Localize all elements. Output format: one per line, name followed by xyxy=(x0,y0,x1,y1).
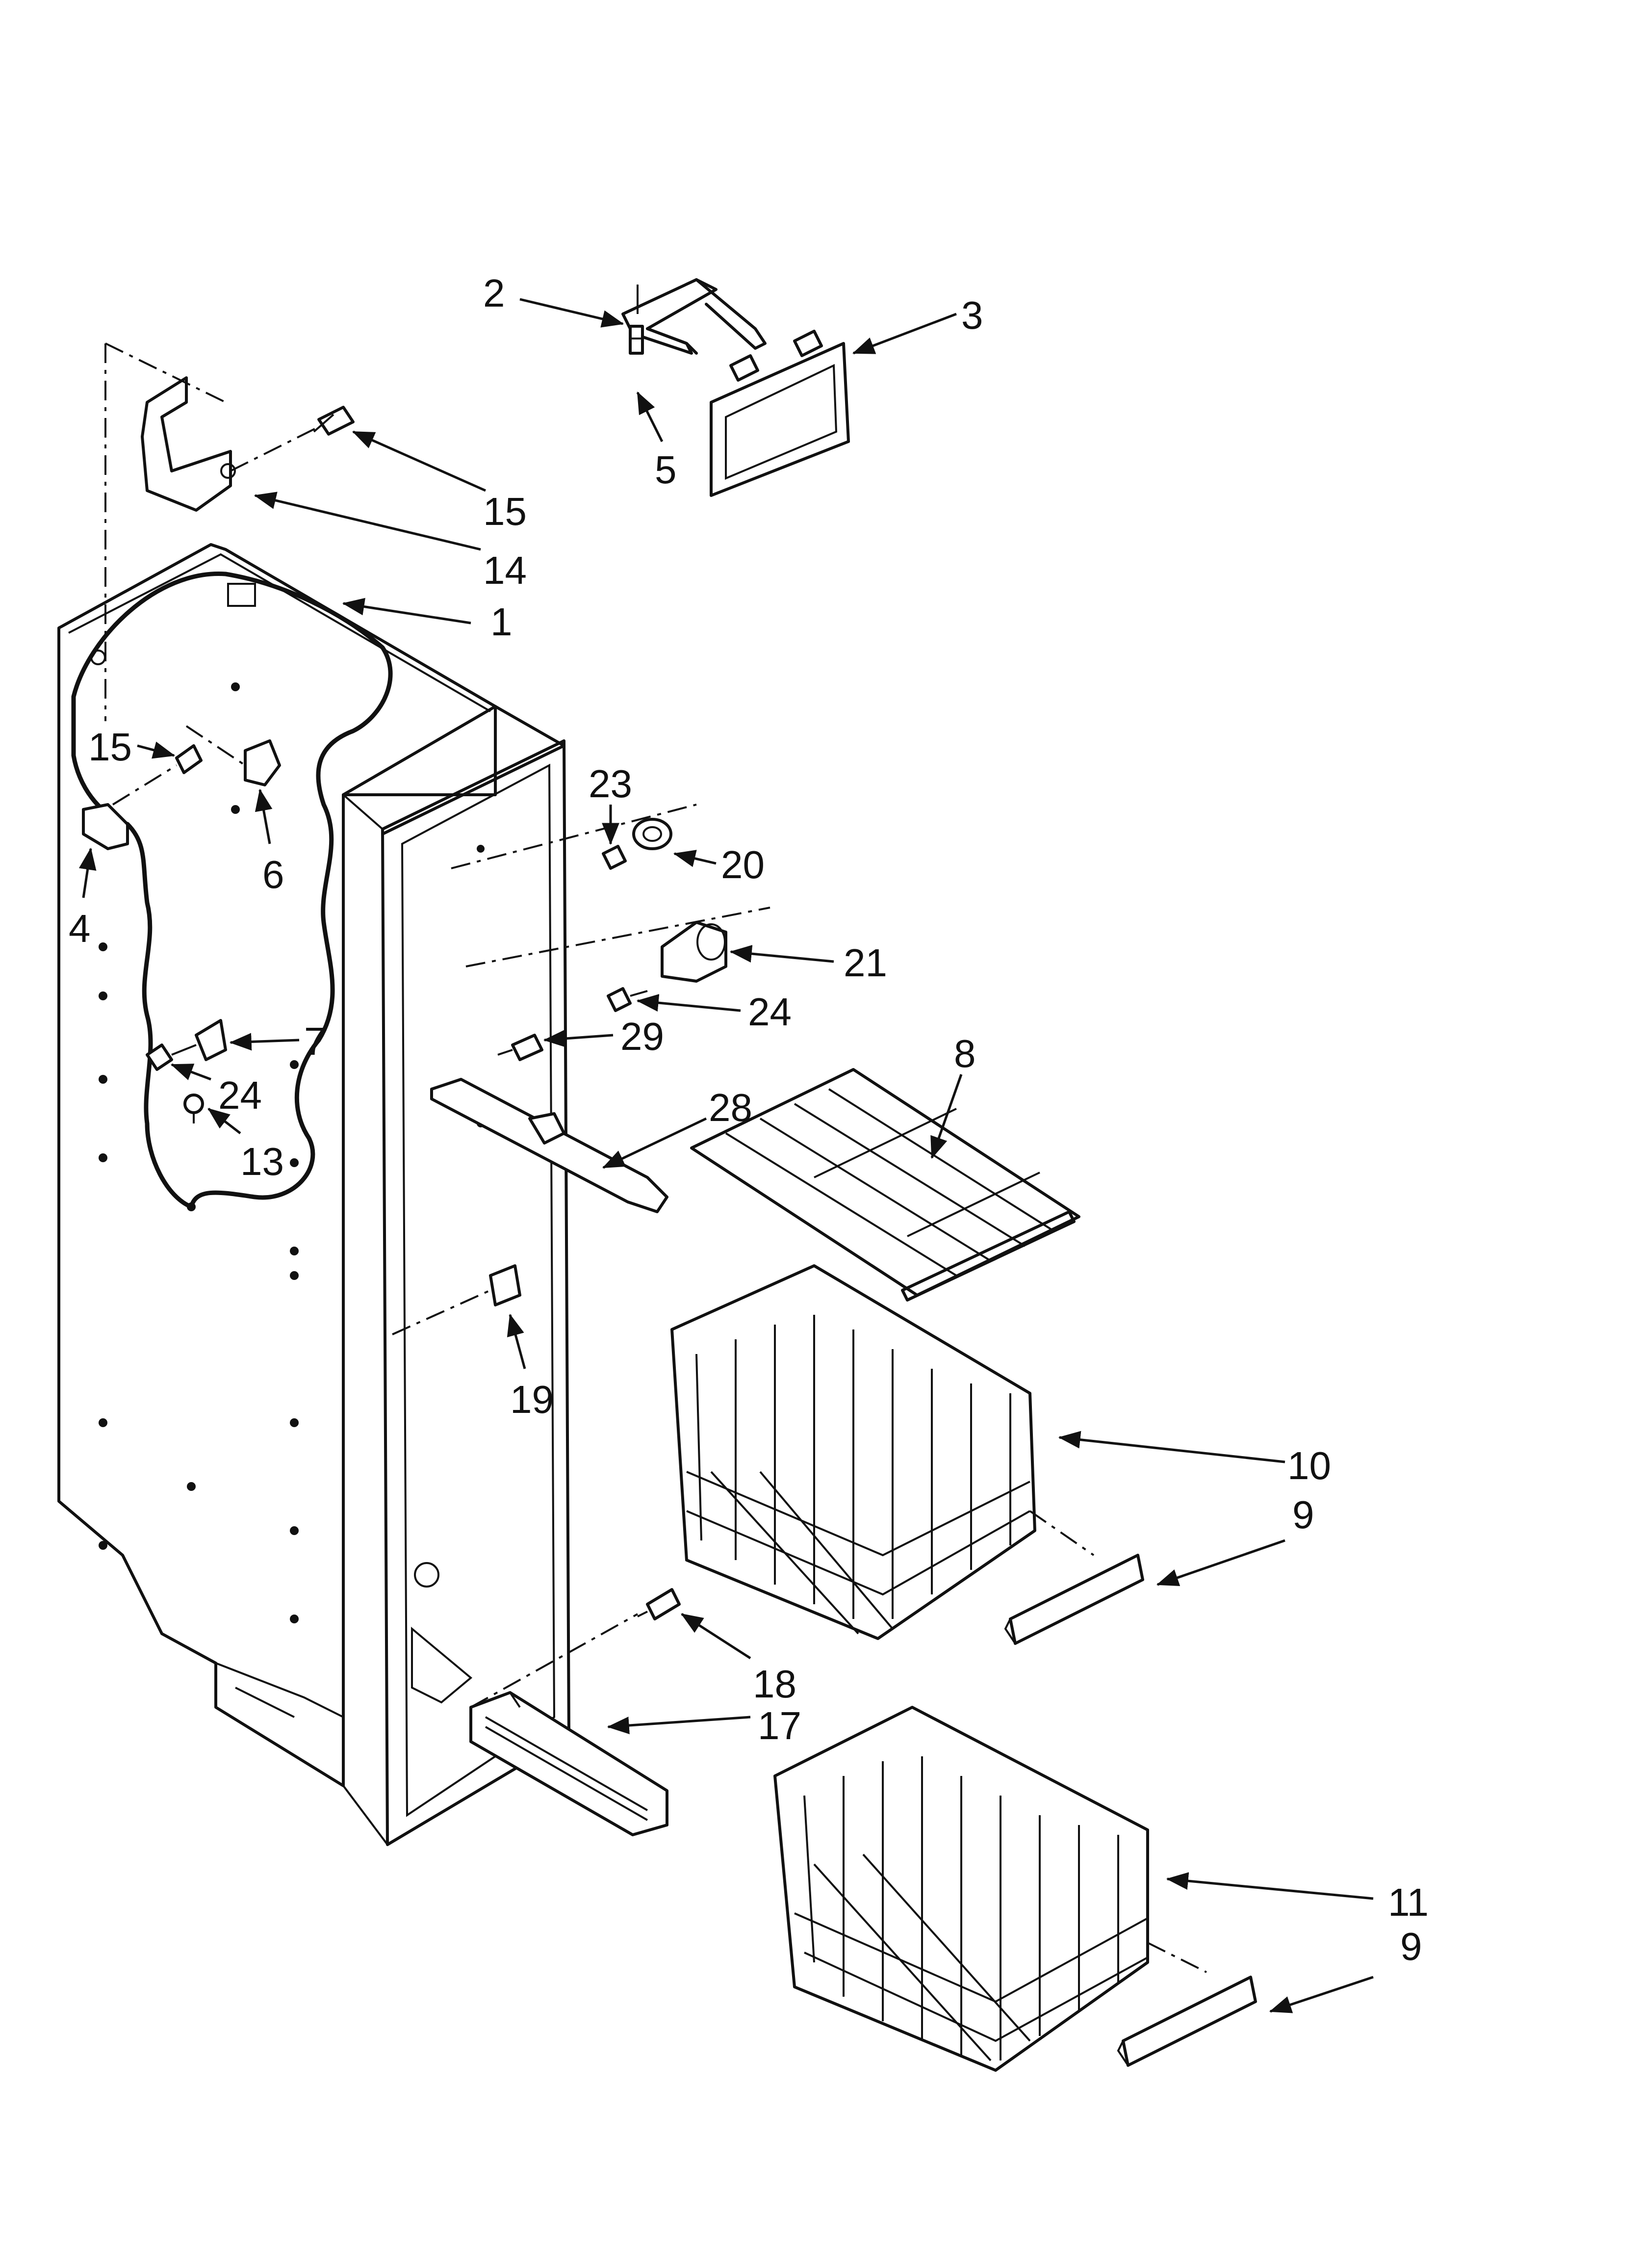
basket-trim-part-9-upper xyxy=(1004,1554,1144,1645)
shelf-rail-part-28 xyxy=(430,1078,668,1213)
callout-23: 23 xyxy=(589,762,632,806)
callout-9-upper: 9 xyxy=(1292,1493,1314,1537)
hinge-bracket xyxy=(104,342,236,721)
callout-4: 4 xyxy=(69,907,91,950)
shelf-bracket-part-2 xyxy=(621,278,767,355)
callout-labels: 2 3 5 15 14 1 15 6 4 23 20 21 24 29 7 24… xyxy=(69,271,1429,1968)
clip-part-4 xyxy=(82,803,129,850)
callout-21: 21 xyxy=(844,941,887,985)
screw-part-13 xyxy=(183,1094,204,1123)
wire-shelf-part-8 xyxy=(690,1068,1080,1302)
cabinet-holes xyxy=(99,682,299,1623)
basket-part-10 xyxy=(670,1264,1095,1640)
callout-11: 11 xyxy=(1388,1880,1429,1924)
screw-part-5 xyxy=(629,325,644,355)
callout-7: 7 xyxy=(304,1019,326,1063)
switch-part-19 xyxy=(392,1264,521,1335)
cabinet-face-frame xyxy=(342,739,570,1846)
basket-trim-part-9-lower xyxy=(1117,1976,1257,2067)
grille-part-17 xyxy=(469,1691,668,1836)
callout-17: 17 xyxy=(758,1704,801,1747)
screw-part-18 xyxy=(470,1588,681,1708)
callout-6: 6 xyxy=(262,853,284,896)
nut-part-24-right xyxy=(607,987,648,1012)
light-socket-part-20 xyxy=(451,804,697,869)
callout-29: 29 xyxy=(620,1015,664,1058)
callout-28: 28 xyxy=(709,1086,752,1129)
housing-part-21 xyxy=(465,907,770,983)
wire-harness xyxy=(71,572,393,1210)
bracket-part-7 xyxy=(195,1019,227,1061)
callout-2: 2 xyxy=(483,271,505,315)
callout-10: 10 xyxy=(1287,1444,1331,1487)
screw-part-29 xyxy=(497,1034,543,1061)
callout-1: 1 xyxy=(490,600,513,644)
callout-15-top: 15 xyxy=(483,490,527,533)
callout-3: 3 xyxy=(961,293,983,337)
callout-9-lower: 9 xyxy=(1400,1925,1422,1968)
screw-part-23 xyxy=(602,845,627,870)
callout-8: 8 xyxy=(954,1032,976,1075)
screw-15-top xyxy=(230,406,355,472)
callout-18: 18 xyxy=(753,1662,796,1706)
basket-part-11 xyxy=(773,1706,1207,2072)
callout-13: 13 xyxy=(240,1140,284,1183)
retainer-part-6 xyxy=(185,725,281,786)
callout-14: 14 xyxy=(483,548,527,592)
screw-15-side xyxy=(112,744,203,806)
nut-part-24-left xyxy=(146,1043,197,1071)
callout-19: 19 xyxy=(510,1378,554,1421)
callout-5: 5 xyxy=(655,448,677,492)
leader-lines xyxy=(78,298,1374,2013)
callout-24-left: 24 xyxy=(218,1073,262,1117)
callout-15-side: 15 xyxy=(88,725,132,769)
callout-24-right: 24 xyxy=(748,990,792,1034)
cover-part-3 xyxy=(710,330,850,497)
callout-20: 20 xyxy=(721,843,765,886)
cabinet-sensor-opening xyxy=(227,583,256,607)
